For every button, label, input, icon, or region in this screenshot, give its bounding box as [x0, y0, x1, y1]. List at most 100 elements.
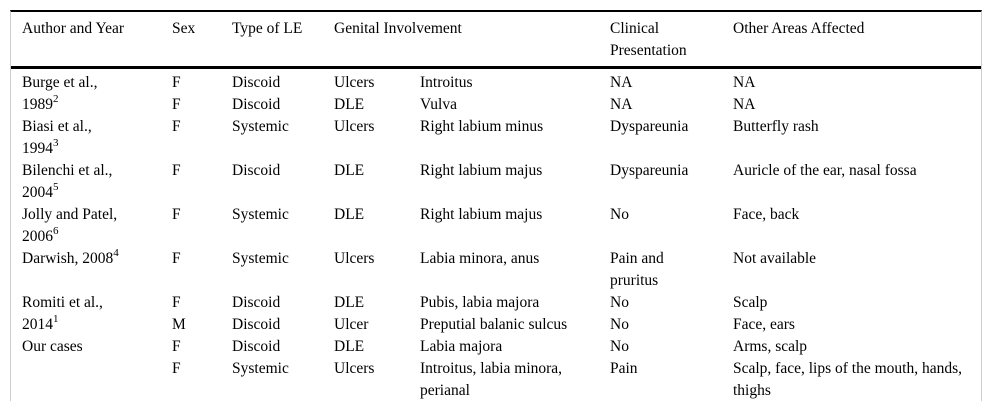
cell-genital-lesion: DLE: [334, 206, 365, 223]
cell-genital-site: Right labium majus: [420, 162, 543, 179]
cell-genital-lesion: DLE: [334, 96, 365, 113]
cell-genital-site: Right labium minus: [420, 118, 544, 135]
cell-sex: F: [172, 294, 181, 311]
cell-other-areas: Face, ears: [733, 316, 795, 333]
reference-superscript: 2: [53, 92, 59, 105]
cell-type-of-le: Systemic: [232, 360, 289, 377]
cell-genital-lesion: Ulcers: [334, 118, 375, 135]
cell-sex: F: [172, 250, 181, 267]
case-report-table-container: Author and Year Sex Type of LE Genital I…: [10, 10, 982, 401]
cell-genital-lesion: DLE: [334, 162, 365, 179]
col-header-author-and-year: Author and Year: [11, 12, 172, 69]
reference-superscript: 6: [53, 224, 59, 237]
cell-clinical-presentation: Dyspareunia: [610, 118, 689, 135]
author-line: 20141: [22, 312, 59, 333]
col-header-other-areas-affected: Other Areas Affected: [733, 12, 981, 69]
cell-other-areas: NA: [733, 96, 756, 113]
cell-genital-site: Pubis, labia majora: [420, 294, 540, 311]
author-line: 20045: [22, 180, 59, 201]
cell-other-areas: Not available: [733, 250, 817, 267]
cell-genital-site: Introitus, labia minora, perianal: [420, 360, 563, 399]
cell-genital-lesion: Ulcers: [334, 250, 375, 267]
cell-clinical-presentation: NA: [610, 96, 633, 113]
cell-author: Burge et al., 19892: [11, 68, 172, 117]
cell-author: Romiti et al., 20141: [11, 292, 172, 336]
cell-sex: F: [172, 360, 181, 377]
table-body: Burge et al., 19892 F Discoid Ulcers Int…: [11, 68, 981, 401]
header-row: Author and Year Sex Type of LE Genital I…: [11, 12, 981, 69]
cell-genital-site: Preputial balanic sulcus: [420, 316, 568, 333]
cell-sex: F: [172, 74, 181, 91]
cell-genital-lesion: Ulcers: [334, 74, 375, 91]
cell-type-of-le: Discoid: [232, 294, 281, 311]
cell-type-of-le: Systemic: [232, 206, 289, 223]
table-row: Darwish, 20084 F Systemic Ulcers Labia m…: [11, 248, 981, 292]
author-line: Bilenchi et al.,: [22, 162, 113, 179]
table-row: Our cases F Discoid DLE Labia majora No …: [11, 336, 981, 358]
cell-clinical-presentation: Pain and pruritus: [610, 250, 664, 289]
col-header-type-of-le: Type of LE: [232, 12, 334, 69]
cell-genital-lesion: DLE: [334, 338, 365, 355]
cell-clinical-presentation: NA: [610, 74, 633, 91]
cell-genital-site: Vulva: [420, 96, 457, 113]
author-line: Darwish, 20084: [22, 248, 119, 267]
cell-sex: F: [172, 206, 181, 223]
reference-superscript: 1: [53, 312, 59, 325]
cell-clinical-presentation: Dyspareunia: [610, 162, 689, 179]
cell-type-of-le: Discoid: [232, 162, 281, 179]
author-line: Romiti et al.,: [22, 294, 103, 311]
table-row: Biasi et al., 19943 F Systemic Ulcers Ri…: [11, 116, 981, 160]
cell-genital-site: Right labium majus: [420, 206, 543, 223]
cell-genital-site: Introitus: [420, 74, 473, 91]
cell-clinical-presentation: No: [610, 338, 629, 355]
table-header: Author and Year Sex Type of LE Genital I…: [11, 12, 981, 69]
author-line: Burge et al.,: [22, 74, 98, 91]
author-line: 20066: [22, 224, 59, 245]
reference-superscript: 4: [113, 248, 119, 259]
cell-sex: M: [172, 316, 186, 333]
cell-type-of-le: Systemic: [232, 250, 289, 267]
author-line: Biasi et al.,: [22, 118, 92, 135]
cell-author: Biasi et al., 19943: [11, 116, 172, 160]
cell-genital-lesion: DLE: [334, 294, 365, 311]
cell-type-of-le: Discoid: [232, 316, 281, 333]
cell-genital-site: Labia minora, anus: [420, 250, 540, 267]
cell-type-of-le: Systemic: [232, 118, 289, 135]
cell-other-areas: Scalp, face, lips of the mouth, hands, t…: [733, 360, 963, 399]
author-line: 19892: [22, 92, 59, 113]
cell-clinical-presentation: No: [610, 294, 629, 311]
table-row: Romiti et al., 20141 F Discoid DLE Pubis…: [11, 292, 981, 333]
cell-type-of-le: Discoid: [232, 96, 281, 113]
cell-genital-lesion: Ulcers: [334, 360, 375, 377]
cell-clinical-presentation: No: [610, 316, 629, 333]
col-header-clinical-presentation: Clinical Presentation: [610, 12, 733, 69]
cell-author: Jolly and Patel, 20066: [11, 204, 172, 248]
table-row: Jolly and Patel, 20066 F Systemic DLE Ri…: [11, 204, 981, 248]
table-row: Bilenchi et al., 20045 F Discoid DLE Rig…: [11, 160, 981, 204]
table-row: F Systemic Ulcers Introitus, labia minor…: [11, 358, 981, 401]
table-row: F Discoid DLE Vulva NA NA: [11, 94, 981, 116]
cell-clinical-presentation: Pain: [610, 360, 638, 377]
cell-clinical-presentation: No: [610, 206, 629, 223]
case-report-table: Author and Year Sex Type of LE Genital I…: [11, 12, 981, 401]
cell-author: Our cases: [11, 336, 172, 401]
table-row: M Discoid Ulcer Preputial balanic sulcus…: [11, 314, 981, 336]
cell-other-areas: NA: [733, 74, 756, 91]
cell-type-of-le: Discoid: [232, 74, 281, 91]
cell-genital-lesion: Ulcer: [334, 316, 369, 333]
cell-sex: F: [172, 118, 181, 135]
cell-other-areas: Scalp: [733, 294, 768, 311]
cell-other-areas: Auricle of the ear, nasal fossa: [733, 162, 917, 179]
cell-sex: F: [172, 96, 181, 113]
cell-other-areas: Face, back: [733, 206, 800, 223]
cell-other-areas: Butterfly rash: [733, 118, 819, 135]
author-line: Jolly and Patel,: [22, 206, 118, 223]
cell-other-areas: Arms, scalp: [733, 338, 808, 355]
table-row: Burge et al., 19892 F Discoid Ulcers Int…: [11, 68, 981, 113]
author-line: Our cases: [22, 338, 83, 355]
cell-author: Darwish, 20084: [11, 248, 172, 292]
author-line: 19943: [22, 136, 59, 157]
cell-author: Bilenchi et al., 20045: [11, 160, 172, 204]
cell-genital-site: Labia majora: [420, 338, 503, 355]
